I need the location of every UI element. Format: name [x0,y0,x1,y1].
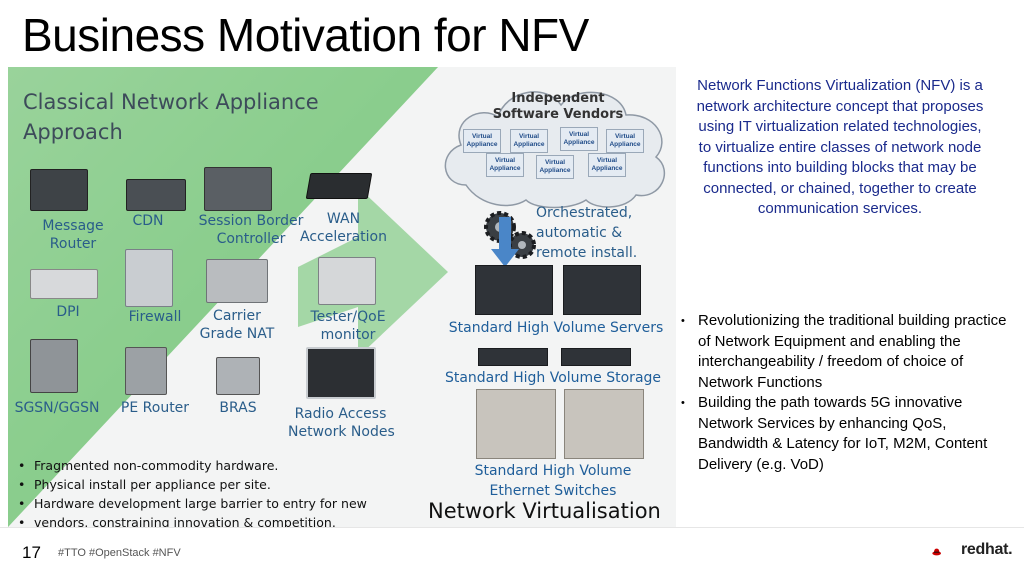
cloud-shape [444,91,666,209]
radio-access-image [306,347,376,399]
left-bullets: Fragmented non-commodity hardware. Physi… [14,456,434,527]
orchestrated-label: Orchestrated,automatic &remote install. [536,205,638,261]
storage-label: Standard High Volume Storage [444,370,662,386]
left-bullet: Physical install per appliance per site. [14,475,434,494]
server-image [475,265,553,315]
nfv-figure: Classical Network Appliance Approach Mes… [8,67,676,527]
firewall-label: Firewall [128,309,182,325]
dpi-image [30,269,98,299]
nfv-description: Network Functions Virtualization (NFV) i… [696,77,984,217]
dpi-label: DPI [56,304,80,320]
sgsn-image [30,339,78,393]
left-title-line2: Approach [23,120,123,144]
message-router-image [30,169,88,211]
left-bullet-continuation: vendors, constraining innovation & compe… [14,513,434,527]
servers-label: Standard High Volume Servers [448,320,664,336]
right-bullet: Building the path towards 5G innovative … [676,393,1011,475]
pe-router-label: PE Router [120,400,190,416]
redhat-wordmark: redhat. [961,541,1013,558]
session-border-image [204,167,272,211]
cdn-image [126,179,186,211]
page-number: 17 [22,543,41,562]
firewall-image [125,249,173,307]
hashtags: #TTO #OpenStack #NFV [58,547,181,559]
tester-image [318,257,376,305]
right-bullets: Revolutionizing the traditional building… [676,311,1011,475]
right-bullet: Revolutionizing the traditional building… [676,311,1011,393]
server-image [563,265,641,315]
storage-image [478,348,548,366]
wan-image [305,173,373,199]
storage-image [561,348,631,366]
redhat-hat-icon [932,548,941,556]
carrier-nat-image [206,259,268,303]
down-arrow-icon [491,217,519,267]
sgsn-label: SGSN/GGSN [14,400,100,416]
switch-image [476,389,556,459]
left-title: Classical Network Appliance Approach [23,87,319,147]
switch-image [564,389,644,459]
slide-title: Business Motivation for NFV [22,9,589,61]
left-bullet: Fragmented non-commodity hardware. [14,456,434,475]
bras-image [216,357,260,395]
left-bullet: Hardware development large barrier to en… [14,494,434,513]
left-title-line1: Classical Network Appliance [23,90,319,114]
pe-router-image [125,347,167,395]
cdn-label: CDN [132,213,164,229]
network-virtualisation-title: Network Virtualisation [428,499,661,523]
footer-divider [0,527,1024,528]
bras-label: BRAS [219,400,257,416]
